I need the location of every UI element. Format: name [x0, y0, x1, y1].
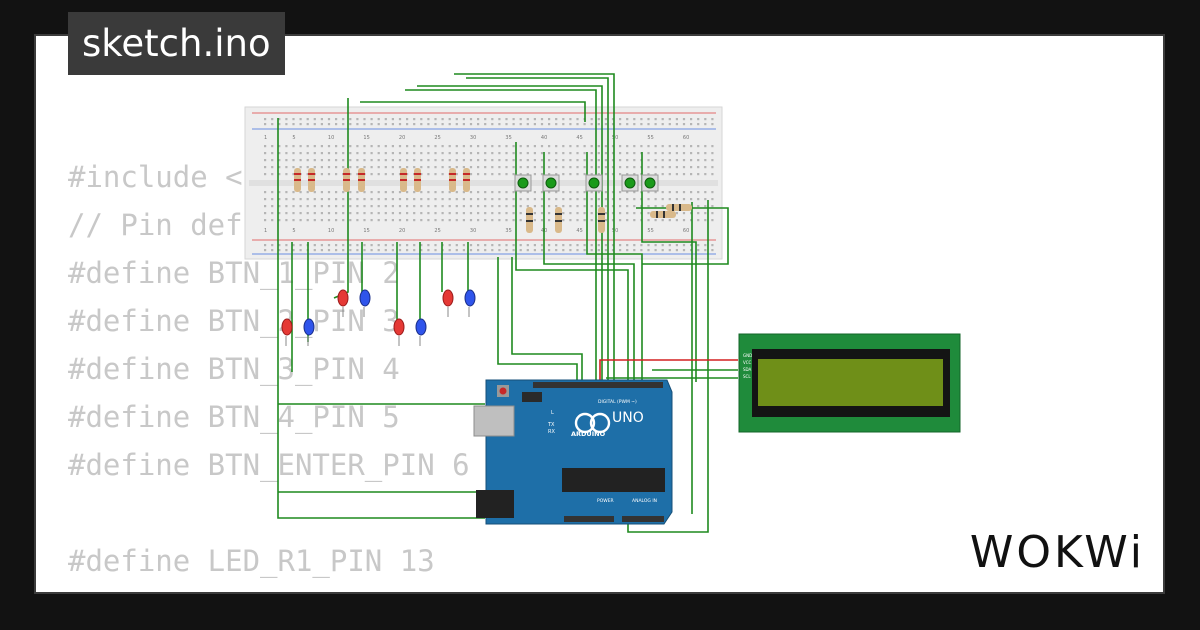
breadboard-column-number: 5: [292, 228, 295, 234]
leds: [281, 289, 476, 346]
resistor: [666, 204, 692, 211]
wire: [277, 118, 485, 519]
breadboard-column-number: 1: [264, 135, 267, 141]
analog-header-label: ANALOG IN: [632, 498, 657, 504]
breadboard-column-number: 15: [363, 228, 369, 234]
file-tab[interactable]: sketch.ino: [68, 12, 285, 75]
wires: [277, 73, 738, 533]
wire: [497, 257, 578, 382]
digital-header: [533, 382, 663, 388]
breadboard-column-number: 60: [683, 228, 689, 234]
breadboard-column-number: 45: [576, 228, 582, 234]
breadboard-column-number: 35: [505, 228, 511, 234]
resistor: [343, 168, 350, 192]
wire: [466, 77, 609, 382]
resistor: [414, 168, 421, 192]
code-line: #define BTN_3_PIN 4: [68, 352, 400, 386]
resistor: [463, 168, 470, 192]
power-header-label: POWER: [597, 498, 614, 504]
breadboard-column-number: 20: [399, 228, 405, 234]
resistor: [650, 211, 676, 218]
breadboard-column-number: 50: [612, 228, 618, 234]
wire: [405, 89, 597, 382]
wire: [454, 73, 615, 382]
rx-label: RX: [548, 429, 555, 435]
breadboard-column-number: 40: [541, 135, 547, 141]
arduino-uno-board: UNO ARDUINO DIGITAL (PWM ~) POWER ANALOG…: [473, 379, 673, 525]
usb-port: [473, 405, 515, 437]
push-button: [514, 174, 532, 192]
wokwi-logo: WOKWi: [969, 527, 1145, 578]
breadboard-column-number: 30: [470, 135, 476, 141]
resistor: [449, 168, 456, 192]
blue-led: [464, 289, 476, 317]
breadboard-column-number: 25: [434, 135, 440, 141]
blue-led: [359, 289, 371, 317]
lcd-pin-scl: SCL: [743, 374, 751, 379]
push-buttons: [514, 174, 659, 192]
breadboard-column-number: 5: [292, 135, 295, 141]
code-line: #define BTN_ENTER_PIN 6: [68, 448, 470, 482]
resistor: [294, 168, 301, 192]
breadboard-column-number: 1: [264, 228, 267, 234]
lcd-screen: [758, 359, 943, 406]
resistor: [308, 168, 315, 192]
board-model-label: UNO: [612, 410, 644, 426]
breadboard-column-number: 10: [328, 228, 334, 234]
code-line: #define LED_R1_PIN 13: [68, 544, 435, 578]
breadboard-column-number: 30: [470, 228, 476, 234]
breadboard-column-number: 60: [683, 135, 689, 141]
wire: [543, 152, 635, 382]
breadboard-column-number: 50: [612, 135, 618, 141]
wire: [360, 101, 586, 122]
code-preview-card: #include <LiquidCrystal_I2C.h> // Pin de…: [34, 34, 1165, 594]
breadboard-column-number: 55: [647, 135, 653, 141]
lcd-pin-vcc: VCC: [743, 360, 752, 365]
resistor: [526, 207, 533, 233]
breadboard-column-number: 15: [363, 135, 369, 141]
l-led-label: L: [551, 410, 554, 416]
lcd-display: GND VCC SDA SCL: [738, 333, 961, 433]
tx-label: TX: [547, 422, 555, 428]
blue-led: [415, 318, 427, 346]
red-led: [337, 289, 349, 317]
wire: [417, 85, 603, 382]
wire: [515, 142, 629, 382]
push-button: [585, 174, 603, 192]
breadboard-column-number: 45: [576, 135, 582, 141]
power-jack: [476, 490, 514, 518]
code-line: #define BTN_4_PIN 5: [68, 400, 400, 434]
breadboard-column-number: 10: [328, 135, 334, 141]
breadboard-column-number: 25: [434, 228, 440, 234]
atmega-chip: [562, 468, 665, 492]
breadboard-column-number: 35: [505, 135, 511, 141]
red-led: [281, 318, 293, 346]
push-button: [621, 174, 639, 192]
resistor: [555, 207, 562, 233]
wire: [511, 257, 583, 382]
push-button: [542, 174, 560, 192]
breadboard-column-number: 55: [647, 228, 653, 234]
resistor: [400, 168, 407, 192]
wire: [627, 200, 709, 533]
red-led: [442, 289, 454, 317]
resistor: [358, 168, 365, 192]
wire: [586, 152, 643, 382]
arduino-infinity-logo: [574, 412, 596, 434]
code-line: #define BTN_1_PIN 2: [68, 256, 400, 290]
board-maker-label: ARDUINO: [571, 430, 606, 438]
push-button: [641, 174, 659, 192]
breadboard-column-number: 20: [399, 135, 405, 141]
blue-led: [303, 318, 315, 346]
lcd-pin-sda: SDA: [743, 367, 752, 372]
wire: [641, 152, 697, 382]
resistor: [598, 207, 605, 233]
red-led: [393, 318, 405, 346]
lcd-pin-gnd: GND: [743, 353, 752, 358]
resistors: [294, 168, 692, 233]
digital-header-label: DIGITAL (PWM ~): [598, 399, 637, 405]
